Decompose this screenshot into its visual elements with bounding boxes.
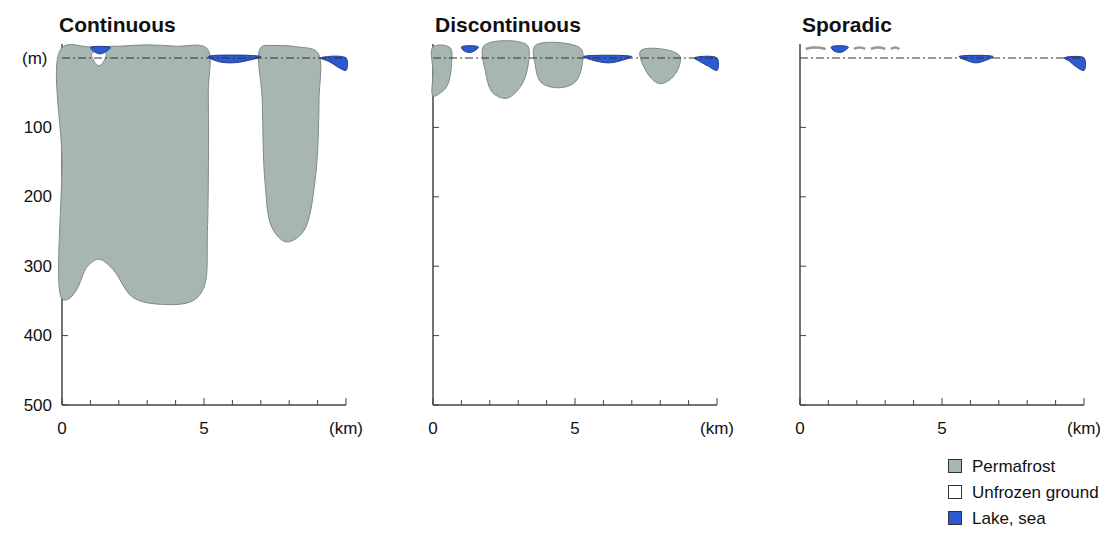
axis-label: 5 (199, 420, 208, 437)
axis-tick (1027, 400, 1028, 405)
axis-label: 0 (795, 420, 804, 437)
axis-tick (942, 398, 943, 405)
axis-tick (317, 400, 318, 405)
axis-tick (346, 398, 347, 405)
permafrost-body (640, 48, 681, 83)
axis-tick (631, 400, 632, 405)
permafrost-body (258, 45, 320, 242)
panel-axes (800, 44, 1084, 405)
axis-tick (800, 196, 806, 197)
legend-text: Lake, sea (972, 510, 1046, 527)
permafrost-body (431, 45, 452, 96)
axis-tick (433, 196, 439, 197)
lake-body (461, 46, 478, 53)
axis-tick (717, 398, 718, 405)
legend-swatch (948, 511, 962, 525)
depth-axis (799, 44, 801, 405)
axis-tick (62, 335, 68, 336)
axis-tick (62, 398, 63, 405)
axis-tick (688, 400, 689, 405)
lake-body (831, 46, 848, 53)
sea-level-line (433, 57, 717, 58)
axis-tick (62, 405, 68, 406)
panel-title: Sporadic (802, 14, 892, 35)
axis-tick (260, 400, 261, 405)
axis-tick (90, 400, 91, 405)
axis-label: 5 (570, 420, 579, 437)
axis-label: (km) (329, 420, 363, 437)
axis-tick (800, 266, 806, 267)
axis-tick (800, 398, 801, 405)
axis-tick (998, 400, 999, 405)
axis-label: 0 (428, 420, 437, 437)
sporadic-permafrost (854, 48, 865, 49)
lake-body (208, 55, 261, 63)
lake-body (959, 55, 993, 63)
axis-tick (660, 400, 661, 405)
depth-axis (432, 44, 434, 405)
axis-tick (913, 400, 914, 405)
axis-tick (800, 127, 806, 128)
axis-label: 200 (24, 188, 52, 205)
axis-tick (828, 400, 829, 405)
axis-tick (433, 398, 434, 405)
axis-tick (546, 400, 547, 405)
sporadic-permafrost (891, 48, 900, 49)
panel-title: Discontinuous (435, 14, 581, 35)
axis-label: (m) (22, 50, 47, 67)
axis-label: 100 (24, 119, 52, 136)
lake-body (90, 46, 110, 54)
sporadic-permafrost (871, 48, 885, 49)
axis-tick (800, 405, 806, 406)
axis-tick (1055, 400, 1056, 405)
axis-tick (433, 266, 439, 267)
legend-swatch (948, 485, 962, 499)
panel-title: Continuous (59, 14, 176, 35)
axis-tick (1084, 398, 1085, 405)
axis-label: 5 (937, 420, 946, 437)
sea-level-line (62, 57, 346, 58)
axis-tick (461, 400, 462, 405)
sea-level-line (800, 57, 1084, 58)
axis-label: 300 (24, 258, 52, 275)
axis-tick (800, 335, 806, 336)
axis-tick (433, 335, 439, 336)
sporadic-permafrost (806, 48, 826, 49)
permafrost-body (533, 42, 583, 88)
axis-tick (518, 400, 519, 405)
axis-tick (970, 400, 971, 405)
panel-axes (433, 44, 717, 405)
axis-label: 400 (24, 327, 52, 344)
axis-tick (118, 400, 119, 405)
axis-tick (603, 400, 604, 405)
legend-text: Unfrozen ground (972, 484, 1099, 501)
axis-tick (147, 400, 148, 405)
legend-text: Permafrost (972, 458, 1055, 475)
axis-tick (433, 127, 439, 128)
axis-label: 500 (24, 397, 52, 414)
axis-tick (289, 400, 290, 405)
permafrost-body (56, 45, 210, 305)
axis-label: (km) (1067, 420, 1101, 437)
axis-label: 0 (57, 420, 66, 437)
axis-tick (204, 398, 205, 405)
legend-swatch (948, 459, 962, 473)
axis-tick (575, 398, 576, 405)
axis-label: (km) (700, 420, 734, 437)
axis-tick (433, 405, 439, 406)
axis-tick (175, 400, 176, 405)
axis-tick (885, 400, 886, 405)
axis-tick (856, 400, 857, 405)
axis-tick (232, 400, 233, 405)
lake-body (584, 55, 632, 63)
permafrost-body (482, 41, 529, 99)
axis-tick (489, 400, 490, 405)
